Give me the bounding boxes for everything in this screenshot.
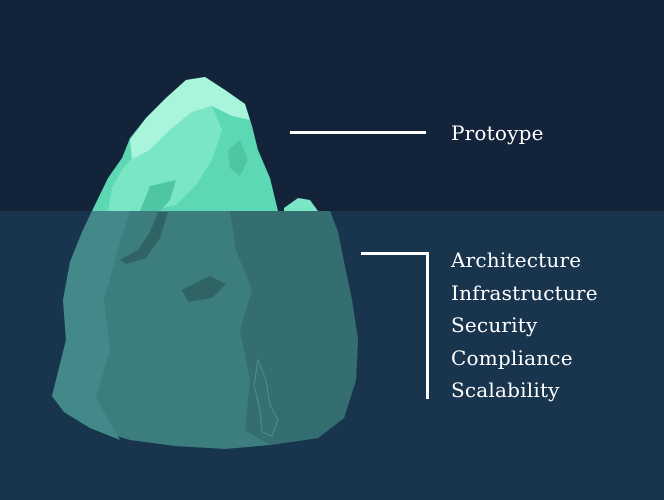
iceberg-tip-notch [228,140,248,176]
iceberg-tip-shadow [140,180,176,211]
iceberg-underwater-left-shade [52,211,130,440]
iceberg-underwater-drip [253,358,279,437]
tip-connector-line [290,131,426,134]
hidden-bracket-side [426,252,429,399]
iceberg-tip-small-peak [284,198,318,211]
hidden-bracket-top [361,252,429,255]
visible-layer-label: Protoype [451,121,544,145]
hidden-item-compliance: Compliance [451,345,573,370]
iceberg-underwater-crack [120,212,168,264]
hidden-item-architecture: Architecture [451,248,582,272]
iceberg-underwater-shade [230,211,358,445]
hidden-layer-list: Architecture Infrastructure Security Com… [451,244,598,407]
hidden-item-scalability: Scalability [451,378,560,402]
hidden-item-security: Security [451,313,538,337]
hidden-item-infrastructure: Infrastructure [451,280,598,305]
iceberg-tip-lightface [108,106,222,211]
iceberg-tip-highlight [130,77,250,160]
iceberg-underwater-crevice [182,276,226,302]
